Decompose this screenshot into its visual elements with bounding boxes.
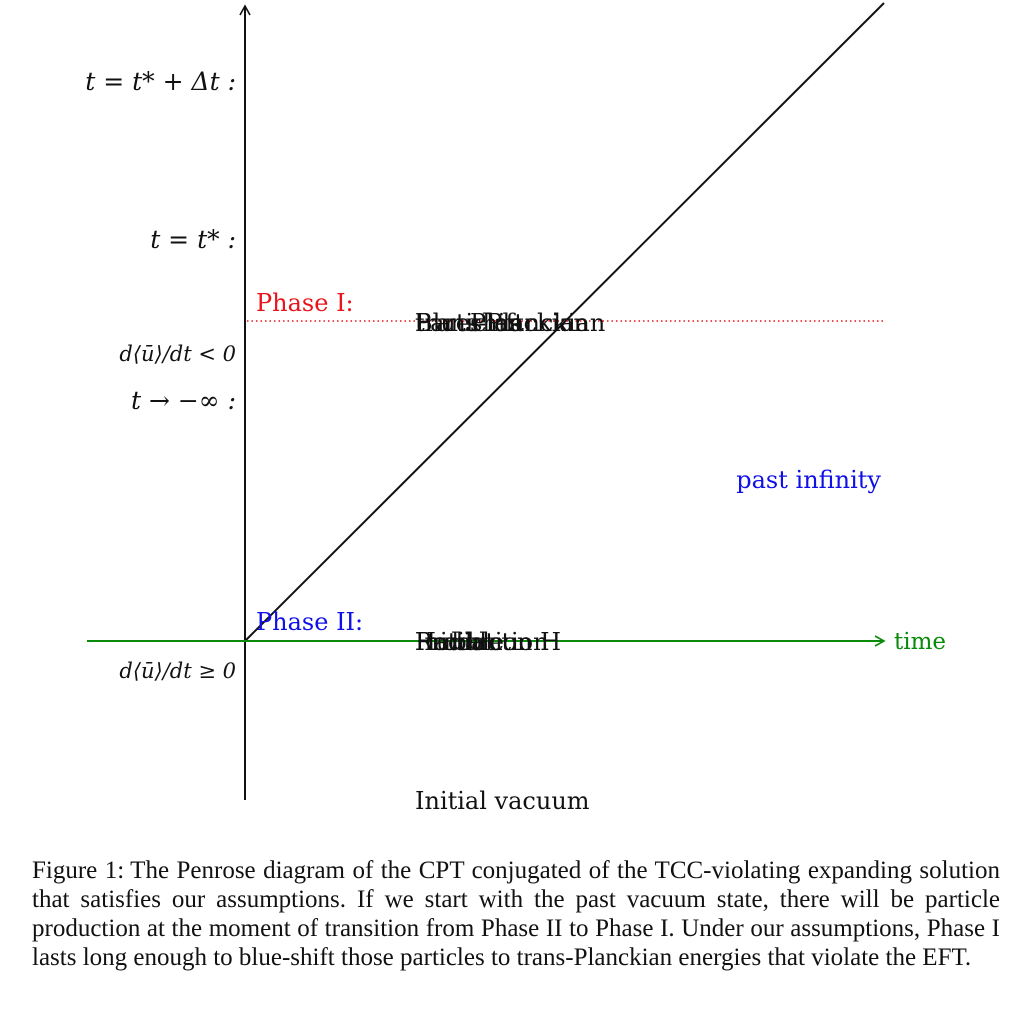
phase1-overlap-text: Planckian bbox=[470, 309, 589, 337]
label-t-star-dt: t = t* + Δt : bbox=[85, 67, 236, 96]
phase1-overlap-text: Blueshift bbox=[415, 309, 524, 337]
phase2-label: Phase II: bbox=[256, 608, 363, 636]
phase1-overlap-text: trans-Planckian bbox=[415, 309, 605, 337]
phase2-overlap-group: Production Hubble Initial Radiation H bbox=[415, 628, 561, 656]
time-axis-label: time bbox=[894, 629, 946, 655]
label-t-minus-infinity: t → −∞ : bbox=[131, 386, 236, 415]
figure-caption: Figure 1:The Penrose diagram of the CPT … bbox=[32, 856, 1000, 972]
label-t-star: t = t* : bbox=[150, 225, 236, 254]
label-phase2-condition: d⟨ū⟩/dt ≥ 0 bbox=[119, 659, 236, 683]
caption-text: The Penrose diagram of the CPT conjugate… bbox=[32, 857, 1000, 971]
phase1-overlap-text: Particles bbox=[415, 309, 521, 337]
phase2-overlap-text: Radiation H bbox=[415, 628, 561, 656]
past-infinity-label: past infinity bbox=[736, 466, 881, 494]
phase2-overlap-text: Initial bbox=[415, 628, 487, 656]
diagonal-light-ray bbox=[244, 2, 885, 642]
phase1-overlap-group: Blueshift Particles Planckian trans-Plan… bbox=[415, 309, 605, 337]
caption-lead: Figure 1: bbox=[32, 857, 125, 884]
label-phase1-condition: d⟨ū⟩/dt < 0 bbox=[119, 342, 236, 366]
phase1-label: Phase I: bbox=[256, 289, 354, 317]
initial-vacuum-label: Initial vacuum bbox=[415, 787, 590, 815]
phase2-overlap-text: Production bbox=[415, 628, 549, 656]
phase2-overlap-text: Hubble bbox=[415, 628, 504, 656]
